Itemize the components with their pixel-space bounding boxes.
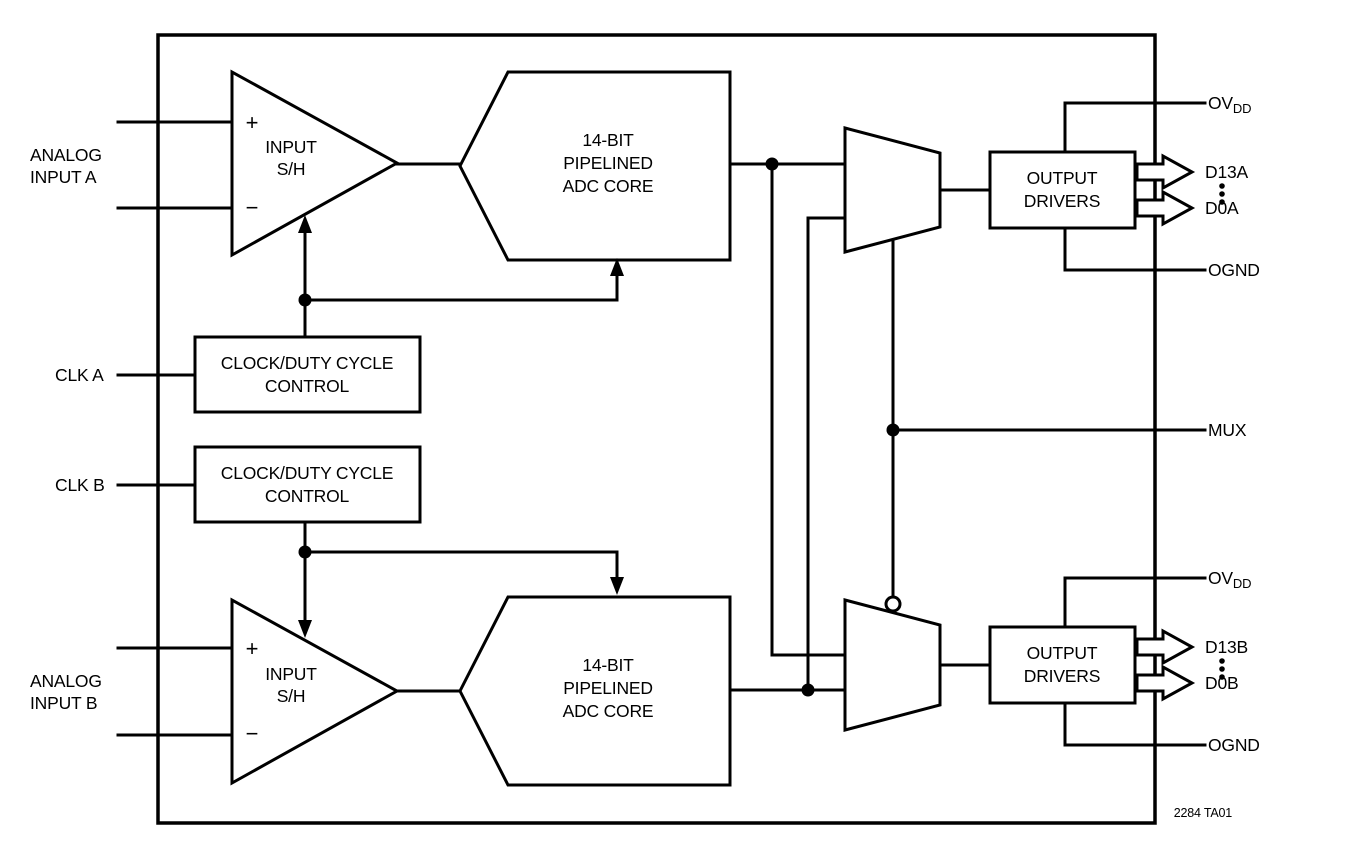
sh-b-label-line1: INPUT: [265, 664, 317, 684]
wire-clocka-to-adca: [303, 270, 619, 302]
sh-b-label-line2: S/H: [277, 686, 306, 706]
wire-adcb-to-muxa: [806, 216, 847, 692]
analog-input-b-label-line2: INPUT B: [30, 693, 97, 713]
wire-clockb-to-adcb: [303, 550, 619, 582]
data-bus-arrows: [1135, 153, 1225, 702]
junction-mux-select: [886, 423, 900, 437]
drivers-a-label-line1: OUTPUT: [1027, 168, 1098, 188]
adc-a-label-line1: 14-BIT: [582, 130, 634, 150]
blocks: [193, 69, 1137, 787]
adc-b-label-line3: ADC CORE: [563, 701, 654, 721]
wires: [116, 101, 1207, 747]
input-sh-b-block: [230, 597, 401, 786]
wire-ognd-a: [1063, 226, 1207, 272]
clock-b-label-line1: CLOCK/DUTY CYCLE: [221, 463, 394, 483]
ellipsis-b-dot2-icon: [1219, 666, 1225, 672]
sh-a-label-line2: S/H: [277, 159, 306, 179]
adc-a-label-line2: PIPELINED: [563, 153, 653, 173]
output-drivers-a-block: [988, 150, 1137, 230]
figure-id-label: 2284 TA01: [1174, 806, 1232, 820]
arrowhead-up-sha-icon: [298, 215, 312, 233]
d13a-label: D13A: [1205, 162, 1249, 182]
arrowhead-up-adca-icon: [610, 258, 624, 276]
adc-core-b-block: [458, 595, 732, 787]
clock-b-label-line2: CONTROL: [265, 486, 350, 506]
bus-arrow-d13b-icon: [1135, 628, 1196, 666]
analog-input-a-label-line1: ANALOG: [30, 145, 102, 165]
arrowhead-down-adcb-icon: [610, 577, 624, 595]
clock-a-label-line1: CLOCK/DUTY CYCLE: [221, 353, 394, 373]
mux-label: MUX: [1208, 420, 1247, 440]
bus-arrow-d13a-icon: [1135, 153, 1196, 191]
adc-b-label-line1: 14-BIT: [582, 655, 634, 675]
arrowhead-down-shb-icon: [298, 620, 312, 638]
sh-a-minus-sign: −: [246, 195, 259, 220]
clk-b-label: CLK B: [55, 475, 105, 495]
mux-b-block: [843, 598, 942, 732]
ognd-b-label: OGND: [1208, 735, 1260, 755]
ovdd-b-sub: DD: [1233, 576, 1251, 591]
output-drivers-b-block: [988, 625, 1137, 705]
sh-a-plus-sign: +: [246, 110, 259, 135]
junction-adca-out: [765, 157, 779, 171]
junction-clock-b: [298, 545, 312, 559]
analog-input-b-label-line1: ANALOG: [30, 671, 102, 691]
block-labels: + − INPUT S/H 14-BIT PIPELINED ADC CORE …: [221, 110, 1101, 746]
ellipsis-a-dot1-icon: [1219, 183, 1225, 189]
clock-control-b-block: [193, 445, 422, 524]
drivers-a-label-line2: DRIVERS: [1024, 191, 1100, 211]
clk-a-label: CLK A: [55, 365, 104, 385]
ognd-a-label: OGND: [1208, 260, 1260, 280]
ellipsis-b-dot3-icon: [1219, 674, 1225, 680]
wire-adca-to-muxb: [770, 162, 847, 657]
adc-a-label-line3: ADC CORE: [563, 176, 654, 196]
junctions: [298, 157, 902, 697]
ellipsis-a-dot3-icon: [1219, 199, 1225, 205]
bus-arrow-d0b-icon: [1135, 664, 1196, 702]
wire-ovdd-a: [1063, 101, 1207, 154]
ellipsis-a-dot2-icon: [1219, 191, 1225, 197]
input-sh-a-block: [230, 69, 401, 258]
mux-a-block: [843, 126, 942, 254]
sh-a-label-line1: INPUT: [265, 137, 317, 157]
wire-ognd-b: [1063, 701, 1207, 747]
clock-control-a-block: [193, 335, 422, 414]
adc-core-a-block: [458, 70, 732, 262]
d0b-label: D0B: [1205, 673, 1238, 693]
ovdd-b-main: OV: [1208, 568, 1233, 588]
sh-b-minus-sign: −: [246, 721, 259, 746]
analog-input-a-label-line2: INPUT A: [30, 167, 97, 187]
drivers-b-label-line2: DRIVERS: [1024, 666, 1100, 686]
d0a-label: D0A: [1205, 198, 1239, 218]
ovdd-a-label: OVDD: [1208, 93, 1251, 116]
d13b-label: D13B: [1205, 637, 1248, 657]
sh-b-plus-sign: +: [246, 636, 259, 661]
pin-labels: ANALOG INPUT A CLK A CLK B ANALOG INPUT …: [30, 93, 1260, 755]
arrowheads: [298, 215, 624, 638]
ovdd-b-label: OVDD: [1208, 568, 1251, 591]
junction-clock-a: [298, 293, 312, 307]
ovdd-a-main: OV: [1208, 93, 1233, 113]
ellipsis-b-dot1-icon: [1219, 658, 1225, 664]
mux-b-inverter-bubble-icon: [884, 595, 902, 613]
wire-ovdd-b: [1063, 576, 1207, 629]
ovdd-a-sub: DD: [1233, 101, 1251, 116]
junction-adcb-out: [801, 683, 815, 697]
drivers-b-label-line1: OUTPUT: [1027, 643, 1098, 663]
adc-b-label-line2: PIPELINED: [563, 678, 653, 698]
bus-arrow-d0a-icon: [1135, 189, 1196, 227]
clock-a-label-line2: CONTROL: [265, 376, 350, 396]
